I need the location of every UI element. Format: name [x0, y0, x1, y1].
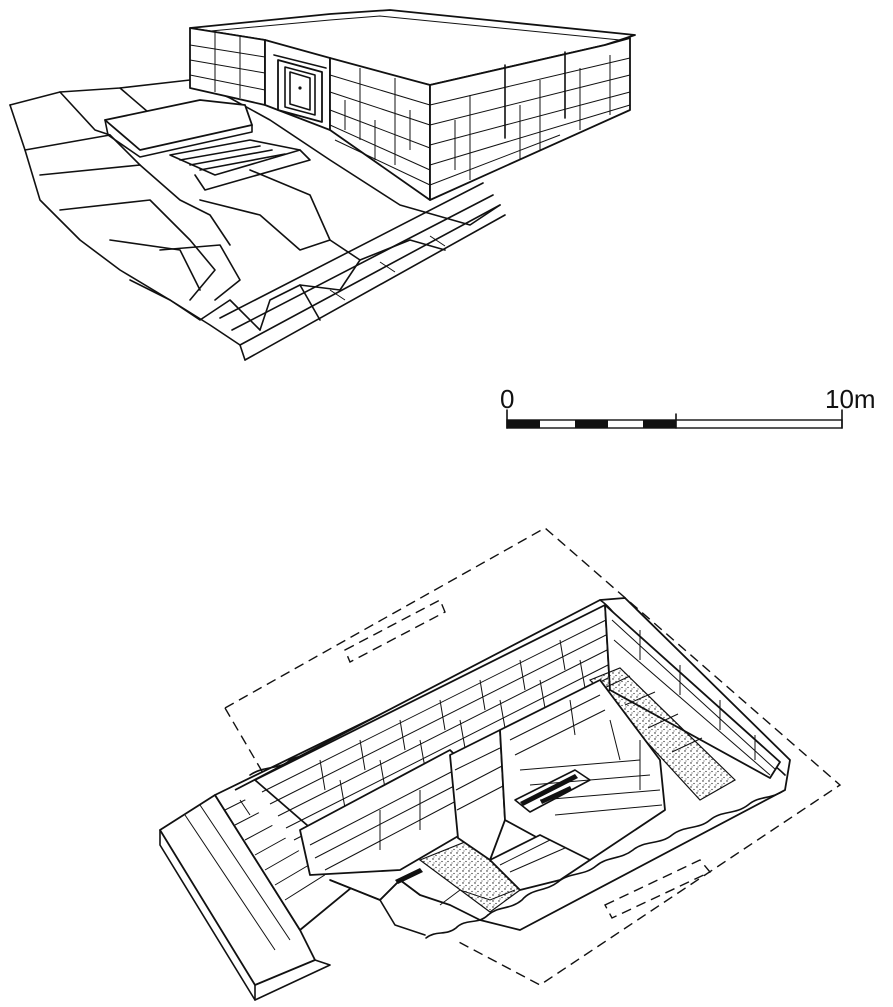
tomb-cutaway-view — [159, 527, 842, 1001]
tomb-exterior-view — [9, 9, 636, 361]
superstructure-outline — [224, 527, 842, 986]
tomb-building — [189, 9, 636, 201]
scale-bar: 0 10m — [500, 384, 876, 429]
chamber-blocks — [299, 679, 666, 891]
scale-segment — [643, 420, 676, 428]
scale-start-label: 0 — [500, 384, 514, 414]
paving-ground — [9, 79, 506, 361]
inner-back-wall — [254, 604, 611, 846]
inner-right-wall — [604, 604, 781, 779]
dromos-entrance — [169, 139, 311, 191]
scale-segment — [575, 420, 608, 428]
cover-slab — [104, 99, 253, 158]
front-rim — [329, 879, 516, 936]
tomb-door — [273, 54, 327, 123]
entrance-platform — [159, 794, 331, 1001]
scale-end-label: 10m — [825, 384, 876, 414]
scale-segment — [507, 420, 540, 428]
